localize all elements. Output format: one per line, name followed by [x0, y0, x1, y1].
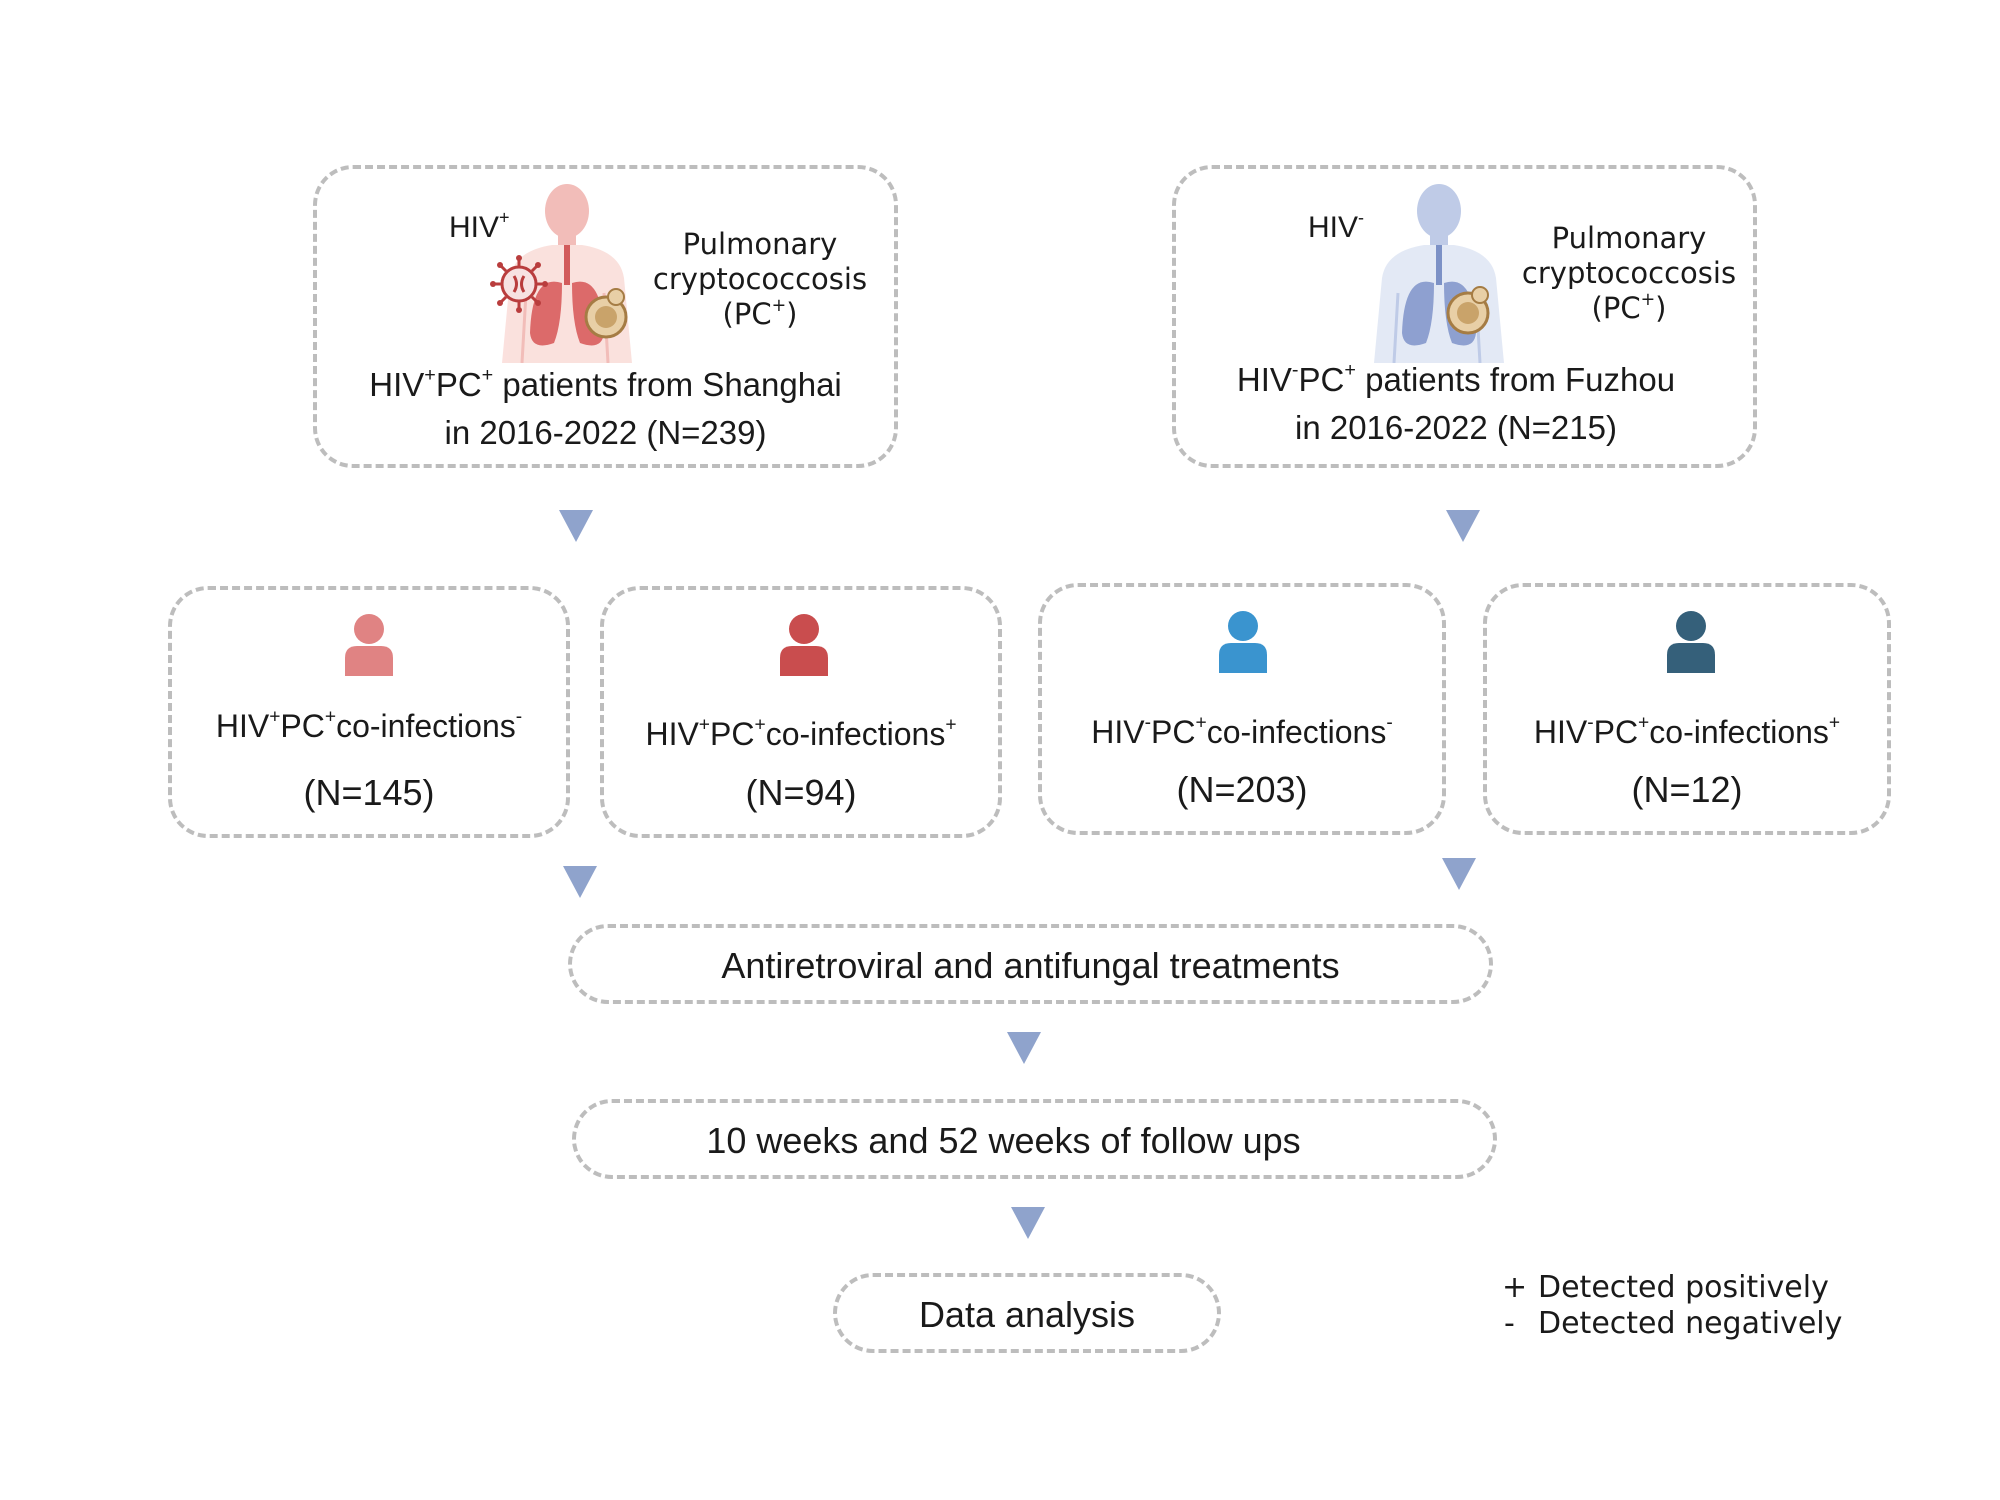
person-body: [1219, 643, 1267, 673]
flow-arrow-down-icon: [1446, 510, 1480, 542]
person-body: [780, 646, 828, 676]
person-head: [1676, 611, 1706, 641]
hiv-virus-icon: [490, 255, 548, 313]
treatment-step-box: Antiretroviral and antifungal treatments: [568, 924, 1493, 1004]
person-head: [789, 614, 819, 644]
person-icon: [1219, 611, 1267, 673]
group-label: HIV+PC+co-infections-: [215, 706, 523, 744]
group-label: HIV+PC+co-infections+: [645, 714, 957, 752]
hiv-status-label: HIV-: [1308, 207, 1365, 245]
group-box-1: HIV+PC+co-infections- (N=145): [168, 586, 570, 838]
group-box-4: HIV-PC+co-infections+ (N=12): [1483, 583, 1891, 835]
cohort-box-shanghai: HIV+ Pulmonary cryptococcosis (PC+) HIV+…: [313, 165, 898, 468]
cryptococcus-fungus-icon: [584, 288, 628, 339]
flow-arrow-down-icon: [1007, 1032, 1041, 1064]
person-head: [354, 614, 384, 644]
followup-step-label: 10 weeks and 52 weeks of follow ups: [706, 1120, 1301, 1161]
group-box-3: HIV-PC+co-infections- (N=203): [1038, 583, 1446, 835]
person-icon: [1667, 611, 1715, 673]
legend-plus-text: Detected positively: [1538, 1270, 1829, 1305]
cohort-box-fuzhou: HIV- Pulmonary cryptococcosis (PC+) HIV-…: [1172, 165, 1757, 468]
group-box-2: HIV+PC+co-infections+ (N=94): [600, 586, 1002, 838]
cohort-subtitle: in 2016-2022 (N=239): [444, 414, 767, 451]
pc-label-line2: cryptococcosis: [652, 262, 868, 296]
pc-label: Pulmonary cryptococcosis (PC+): [1504, 221, 1754, 326]
cohort-title: HIV+PC+ patients from Shanghai: [369, 364, 842, 403]
cryptococcus-fungus-icon: [1446, 286, 1490, 335]
treatment-step-label: Antiretroviral and antifungal treatments: [721, 945, 1340, 986]
pc-label-line1: Pulmonary: [1551, 221, 1707, 255]
person-body: [1667, 643, 1715, 673]
pc-label-line2: cryptococcosis: [1521, 256, 1737, 290]
analysis-step-box: Data analysis: [833, 1273, 1221, 1353]
cohort-subtitle: in 2016-2022 (N=215): [1295, 409, 1617, 446]
pc-label-line3: (PC+): [722, 295, 798, 331]
flow-arrow-down-icon: [559, 510, 593, 542]
pc-label: Pulmonary cryptococcosis (PC+): [635, 227, 885, 332]
flow-arrow-down-icon: [563, 866, 597, 898]
group-count: (N=145): [303, 772, 435, 813]
group-count: (N=12): [1631, 769, 1743, 810]
hiv-status-label: HIV+: [449, 207, 510, 245]
pc-label-line1: Pulmonary: [682, 227, 838, 261]
group-count: (N=203): [1176, 769, 1308, 810]
human-lungs-hiv-negative-illustration: [1374, 184, 1504, 363]
flow-arrow-down-icon: [1442, 858, 1476, 890]
flow-arrow-down-icon: [1011, 1207, 1045, 1239]
group-label: HIV-PC+co-infections+: [1533, 712, 1841, 750]
analysis-step-label: Data analysis: [918, 1294, 1136, 1335]
group-label: HIV-PC+co-infections-: [1091, 712, 1393, 750]
person-body: [345, 646, 393, 676]
legend-plus-symbol: +: [1502, 1270, 1528, 1305]
pc-label-line3: (PC+): [1591, 289, 1667, 325]
person-icon: [780, 614, 828, 676]
legend-minus-text: Detected negatively: [1538, 1306, 1843, 1341]
followup-step-box: 10 weeks and 52 weeks of follow ups: [572, 1099, 1497, 1179]
group-count: (N=94): [745, 772, 857, 813]
cohort-title: HIV-PC+ patients from Fuzhou: [1236, 359, 1676, 398]
person-head: [1228, 611, 1258, 641]
legend-minus-symbol: -: [1504, 1306, 1515, 1341]
person-icon: [345, 614, 393, 676]
